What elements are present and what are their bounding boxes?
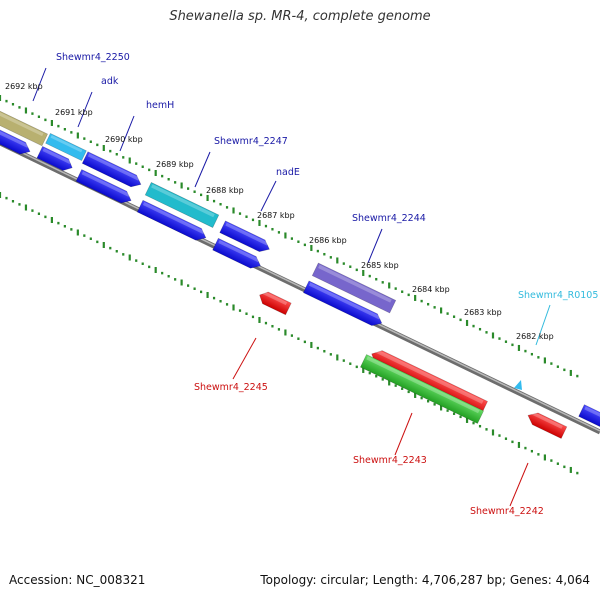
feature-shewmr4-2250-khaki — [0, 109, 48, 147]
gene-label[interactable]: hemH — [146, 100, 174, 111]
gene-label[interactable]: Shewmr4_2250 — [56, 52, 130, 63]
gene-label[interactable]: Shewmr4_2242 — [470, 506, 544, 517]
leader-line — [394, 412, 413, 456]
kbp-label: 2685 kbp — [361, 261, 399, 270]
feature-shewmr4-r0105 — [514, 380, 522, 390]
accession-text: Accession: NC_008321 — [9, 573, 146, 587]
kbp-label: 2687 kbp — [257, 211, 295, 220]
leader-line — [260, 180, 277, 212]
feature-shewmr4-2244-rna — [311, 262, 397, 314]
gene-label[interactable]: Shewmr4_2243 — [353, 455, 427, 466]
kbp-label: 2690 kbp — [105, 135, 143, 144]
leader-line — [535, 304, 551, 346]
feature-hemh-upper — [81, 151, 142, 188]
leader-line — [119, 115, 135, 152]
gene-label[interactable]: Shewmr4_2245 — [194, 382, 268, 393]
topology-summary: Topology: circular; Length: 4,706,287 bp… — [260, 573, 590, 587]
feature-shewmr4-2247-rna — [144, 182, 220, 228]
leader-line — [509, 462, 529, 507]
inner-tick-row — [0, 192, 579, 475]
leader-line — [232, 337, 257, 380]
feature-right-edge — [578, 404, 600, 428]
outer-tick-row — [0, 95, 579, 378]
feature-shewmr4-2245 — [259, 290, 292, 316]
feature-shewmr4-2244 — [302, 280, 383, 326]
kbp-label: 2688 kbp — [206, 186, 244, 195]
kbp-label: 2686 kbp — [309, 236, 347, 245]
feature-shewmr4-2242 — [527, 411, 568, 439]
gene-label[interactable]: Shewmr4_R0105 — [518, 290, 598, 301]
kbp-label: 2692 kbp — [5, 82, 43, 91]
feature-nade-upper — [219, 220, 270, 252]
leader-line — [77, 91, 93, 128]
feature-hemh — [75, 169, 132, 204]
leader-line — [367, 228, 383, 264]
map-title: Shewanella sp. MR-4, complete genome — [169, 9, 431, 24]
kbp-label: 2684 kbp — [412, 285, 450, 294]
feature-shewmr4-2250 — [0, 128, 31, 155]
gene-label[interactable]: adk — [101, 76, 119, 87]
feature-adk-rna — [45, 132, 87, 162]
leader-line — [194, 151, 211, 188]
feature-adk — [36, 145, 73, 171]
kbp-label: 2691 kbp — [55, 108, 93, 117]
label-leader-lines — [32, 67, 551, 507]
feature-nade — [212, 237, 261, 269]
kbp-label: 2682 kbp — [516, 332, 554, 341]
kbp-label: 2689 kbp — [156, 160, 194, 169]
leader-line — [32, 67, 47, 102]
gene-label[interactable]: nadE — [276, 167, 300, 178]
feature-shewmr4-2243 — [360, 354, 484, 424]
feature-shewmr4-2247 — [136, 199, 207, 241]
gene-label[interactable]: Shewmr4_2247 — [214, 136, 288, 147]
gene-label[interactable]: Shewmr4_2244 — [352, 213, 426, 224]
kbp-label: 2683 kbp — [464, 308, 502, 317]
